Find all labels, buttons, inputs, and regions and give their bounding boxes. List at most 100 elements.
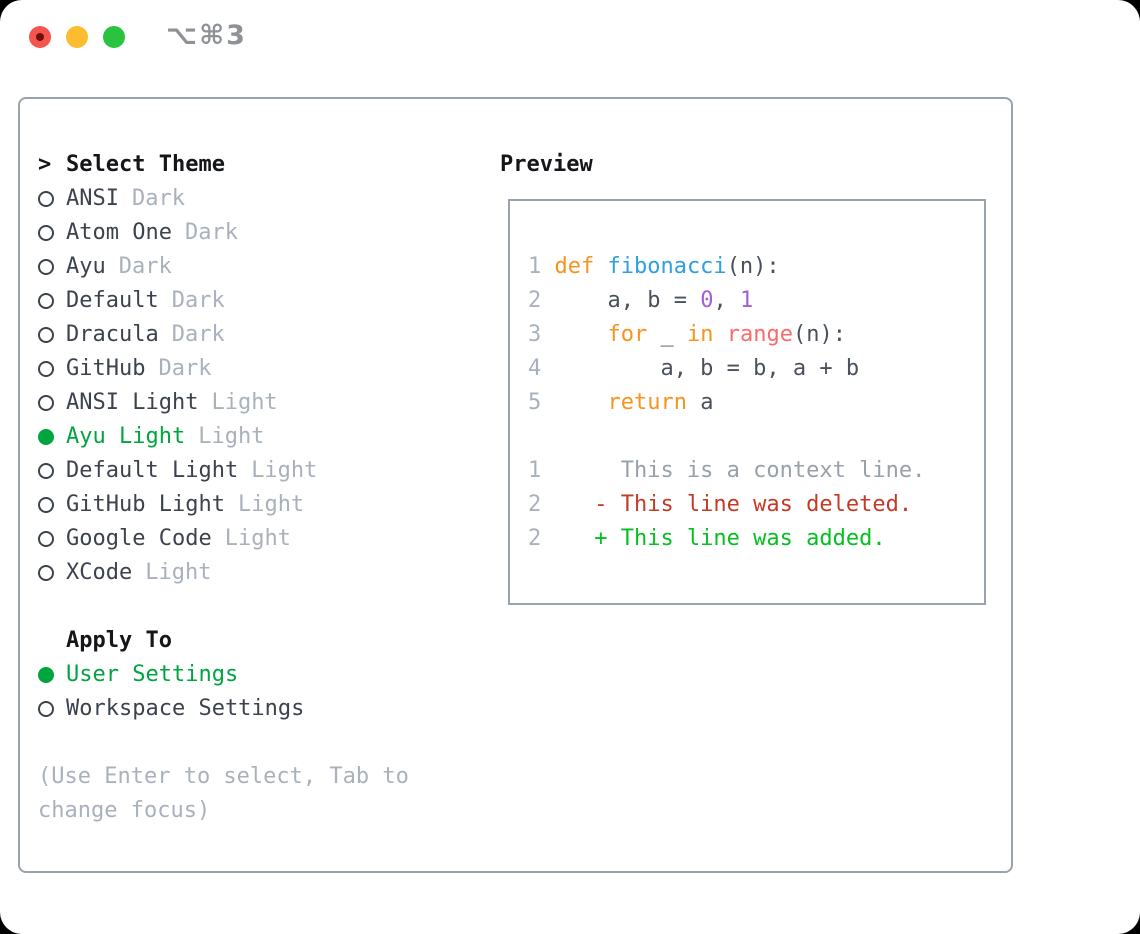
token-plain: a, b = [554,288,701,313]
select-theme-header: > Select Theme [38,148,470,182]
theme-name: Ayu [66,254,106,279]
token-plain [554,390,607,415]
apply-to-header: Apply To [38,624,470,658]
code-line: 5 return a [528,386,984,420]
preview-title: Preview [500,152,593,177]
radio-icon [38,361,54,377]
theme-name: Default [66,288,159,313]
token-plain: _ [647,322,687,347]
theme-option-ansi-dark[interactable]: ANSI Dark [38,182,470,216]
token-plain: a, b = b, a + b [554,356,860,381]
token-deleted: - This line was deleted. [554,492,913,517]
theme-name: Google Code [66,526,212,551]
theme-variant: Light [211,390,278,415]
minimize-button[interactable] [66,26,88,48]
zoom-button[interactable] [103,26,125,48]
theme-variant: Light [237,492,305,517]
theme-name: XCode [66,560,133,585]
radio-selected-icon [38,667,54,683]
line-number: 3 [528,322,542,347]
select-theme-title: Select Theme [66,152,225,177]
diff-line-context: 1 This is a context line. [528,454,984,488]
apply-option-user-settings[interactable]: User Settings [38,658,470,692]
radio-icon [38,225,54,241]
help-text: (Use Enter to select, Tab to change focu… [38,764,409,823]
radio-icon [38,531,54,547]
theme-option-github-dark[interactable]: GitHub Dark [38,352,470,386]
theme-option-dracula-dark[interactable]: Dracula Dark [38,318,470,352]
apply-option-label: Workspace Settings [66,696,305,721]
theme-name: Dracula [66,322,159,347]
theme-option-github-light-light[interactable]: GitHub Light Light [38,488,470,522]
theme-name: GitHub Light [66,492,225,517]
token-keyword: in [686,322,714,347]
apply-option-label: User Settings [66,662,239,687]
token-plain: (n): [792,322,846,347]
theme-variant: Dark [131,186,185,211]
theme-name: Default Light [66,458,239,483]
close-button[interactable] [29,26,51,48]
token-keyword: return [607,390,687,415]
line-number: 5 [528,390,542,415]
line-number: 2 [528,526,542,551]
radio-icon [38,701,54,717]
token-plain [713,322,726,347]
theme-variant: Light [251,458,318,483]
window-shortcut-label: ⌥⌘3 [166,20,247,51]
theme-name: GitHub [66,356,146,381]
theme-name: ANSI [66,186,119,211]
radio-icon [38,395,54,411]
diff-line-added: 2 + This line was added. [528,522,984,556]
token-number: 1 [739,288,754,313]
radio-icon [38,259,54,275]
blank-line [528,420,984,454]
token-plain: , [713,288,740,313]
theme-variant: Dark [158,356,212,381]
radio-icon [38,293,54,309]
theme-variant: Light [224,526,291,551]
close-icon [36,33,44,41]
line-number: 1 [528,254,542,279]
code-line: 1 def fibonacci(n): [528,250,984,284]
radio-icon [38,565,54,581]
code-line: 2 a, b = 0, 1 [528,284,984,318]
line-number: 1 [528,458,542,483]
line-number: 2 [528,288,542,313]
radio-icon [38,191,54,207]
token-function: fibonacci [607,254,727,279]
line-number: 4 [528,356,542,381]
theme-option-google-code-light[interactable]: Google Code Light [38,522,470,556]
theme-option-default-light-light[interactable]: Default Light Light [38,454,470,488]
token-plain: a [686,390,714,415]
token-context: This is a context line. [554,458,926,483]
line-number: 2 [528,492,542,517]
token-builtin: range [726,322,793,347]
token-keyword: for [607,322,648,347]
token-plain [554,322,607,347]
radio-icon [38,463,54,479]
code-line: 3 for _ in range(n): [528,318,984,352]
radio-icon [38,327,54,343]
theme-name: Atom One [66,220,172,245]
token-keyword: def [554,254,608,279]
theme-option-ayu-dark[interactable]: Ayu Dark [38,250,470,284]
radio-selected-icon [38,429,54,445]
theme-variant: Dark [171,322,225,347]
theme-variant: Light [198,424,265,449]
apply-option-workspace-settings[interactable]: Workspace Settings [38,692,470,726]
token-plain: (n): [726,254,780,279]
diff-line-deleted: 2 - This line was deleted. [528,488,984,522]
code-line: 4 a, b = b, a + b [528,352,984,386]
cursor-caret-icon: > [38,152,52,177]
theme-variant: Dark [118,254,172,279]
